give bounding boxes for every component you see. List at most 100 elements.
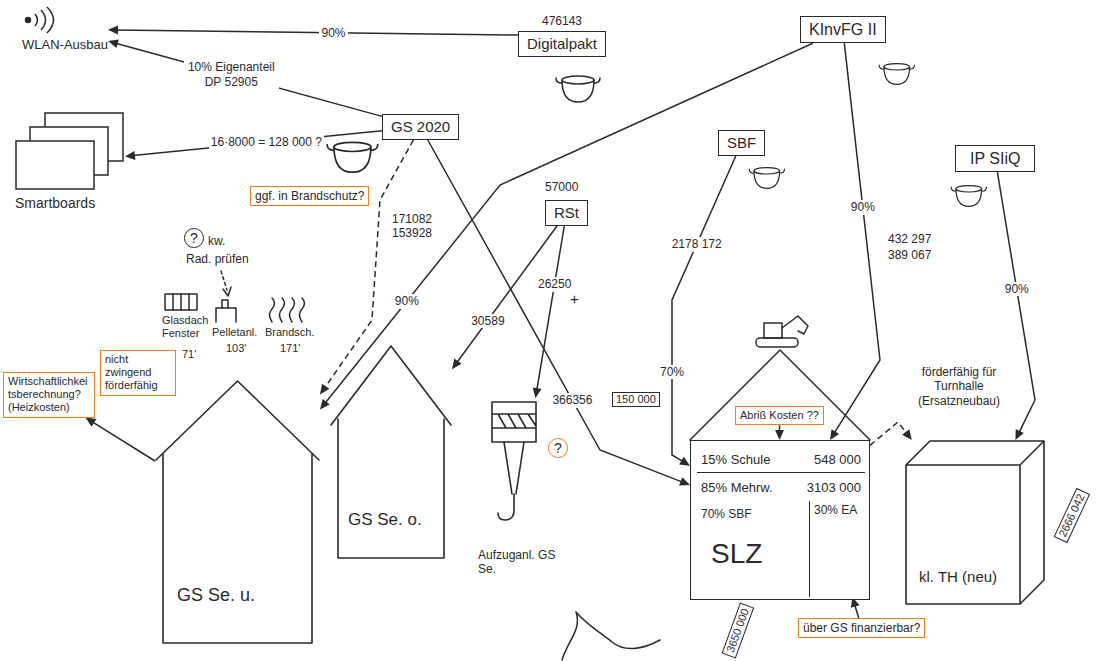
building-cube: kl. TH (neu) (905, 440, 1045, 605)
text-label: SLZ (711, 537, 762, 571)
text-label: Digitalpakt (518, 31, 606, 57)
table-cell: 30% EA (809, 501, 867, 597)
river-line (562, 612, 660, 660)
wifi-waves (35, 7, 54, 33)
connector-line (855, 605, 859, 618)
flame-icon (270, 298, 305, 322)
text-label: kl. TH (neu) (919, 568, 997, 586)
arrow-head (320, 384, 329, 395)
edge-label: 2178 172 (670, 237, 724, 251)
amount-tag: 2666 042 (1054, 487, 1091, 542)
elevator-outline (492, 402, 536, 520)
roof-item: 71' (182, 348, 196, 361)
funding-box: GS 2020 (382, 114, 459, 140)
pot-rim (884, 64, 910, 70)
pot-body (879, 65, 914, 84)
text-label: 3103 000 (807, 480, 861, 496)
text-label: SBF (727, 134, 756, 152)
text-label: GS Se. u. (177, 585, 255, 607)
pot-body (749, 169, 784, 188)
connector-line (116, 43, 382, 116)
funding-box: IP SIiQ (955, 145, 1035, 172)
pot-icon (951, 186, 986, 207)
connector-line (116, 30, 518, 35)
text-label: Abriß Kosten ?? (740, 409, 819, 422)
arrow-head (533, 387, 542, 398)
roof-item: 171' (280, 342, 300, 355)
connector-line (457, 226, 557, 363)
window-grid (173, 294, 189, 310)
edge-label: 366356 (550, 393, 594, 407)
edge-label: förderfähig für Turnhalle (Ersatzneubau) (905, 365, 1013, 408)
pot-icon (879, 64, 914, 85)
arrow-head (679, 457, 690, 466)
edge-label: 90% (393, 294, 421, 308)
connector-line (133, 131, 382, 156)
elevator-figure: Aufzuganl. GS Se. (472, 398, 567, 588)
arrow-head (679, 477, 690, 485)
amount-label: 153928 (392, 226, 432, 240)
pot-body (556, 78, 600, 102)
connector (125, 131, 382, 160)
text-label: Aufzuganl. GS Se. (478, 548, 558, 577)
pot-body (327, 145, 378, 173)
excavator-arm (782, 316, 808, 334)
connector (672, 156, 736, 466)
connector-line (325, 140, 414, 388)
text-label: RSt (554, 204, 579, 222)
text-label: WLAN-Ausbau (22, 37, 108, 53)
text-label: ggf. in Brandschutz? (255, 189, 364, 203)
pot-icon (556, 76, 600, 102)
funding-box: SBF (718, 130, 765, 156)
connector (108, 39, 382, 116)
amount-label: 171082 (392, 212, 432, 226)
table-row: 15% Schule548 000 (697, 447, 865, 473)
arrow-head (85, 418, 96, 427)
pot-rim (562, 76, 594, 84)
note-box: nicht zwingend förderfähig (100, 350, 176, 396)
funding-box: 476143Digitalpakt (518, 14, 606, 57)
connector (320, 43, 813, 409)
text-label: über GS finanzierbar? (803, 621, 920, 635)
icon-node: WLAN-Ausbau (22, 6, 108, 53)
cube-outline (906, 441, 1044, 604)
connector (85, 418, 155, 461)
text-label: GS Se. o. (348, 510, 422, 530)
arrow-head (108, 25, 118, 34)
edge-label: 90% (849, 200, 877, 214)
building-outline (331, 346, 451, 558)
text-label: IP SIiQ (970, 149, 1020, 168)
connector-line (672, 156, 736, 462)
annotation: kw. (208, 234, 225, 248)
connector (452, 226, 557, 369)
question-mark: ? (548, 438, 568, 458)
text-label: Smartboards (15, 195, 125, 212)
note-box: Wirtschaftlichkeitsberechnung? (Heizkost… (3, 372, 95, 418)
connector (775, 425, 784, 440)
arrow-head (1015, 429, 1023, 440)
funding-box: RSt (545, 200, 588, 226)
connector-line (92, 422, 155, 461)
text-label: KInvFG II (809, 20, 877, 39)
leader-line (221, 271, 227, 290)
roof-line (690, 350, 870, 440)
building-box: SLZ15% Schule548 00085% Mehrw.3103 00070… (690, 440, 870, 600)
pot-icon (749, 168, 784, 189)
node-outline (155, 380, 320, 645)
edge-label: 90% (1003, 282, 1031, 296)
arrow-head (830, 429, 839, 440)
annotation: Rad. prüfen (186, 252, 249, 266)
connector (533, 226, 565, 398)
building-outline (156, 381, 319, 643)
building: GS Se. u. (155, 380, 320, 645)
text-label: GS 2020 (391, 118, 450, 136)
text-label: 476143 (518, 14, 606, 28)
connector-line (870, 422, 907, 445)
table-cell: 70% SBF (697, 505, 801, 527)
amount-label: 432 297 (888, 232, 931, 246)
arrow-head (320, 399, 330, 410)
question-mark: ? (184, 228, 204, 248)
roof-item: Glasdach Fenster (162, 314, 212, 340)
amount-tag: 3650 000 (722, 602, 755, 658)
roof-item: Pelletanl. (212, 326, 257, 339)
